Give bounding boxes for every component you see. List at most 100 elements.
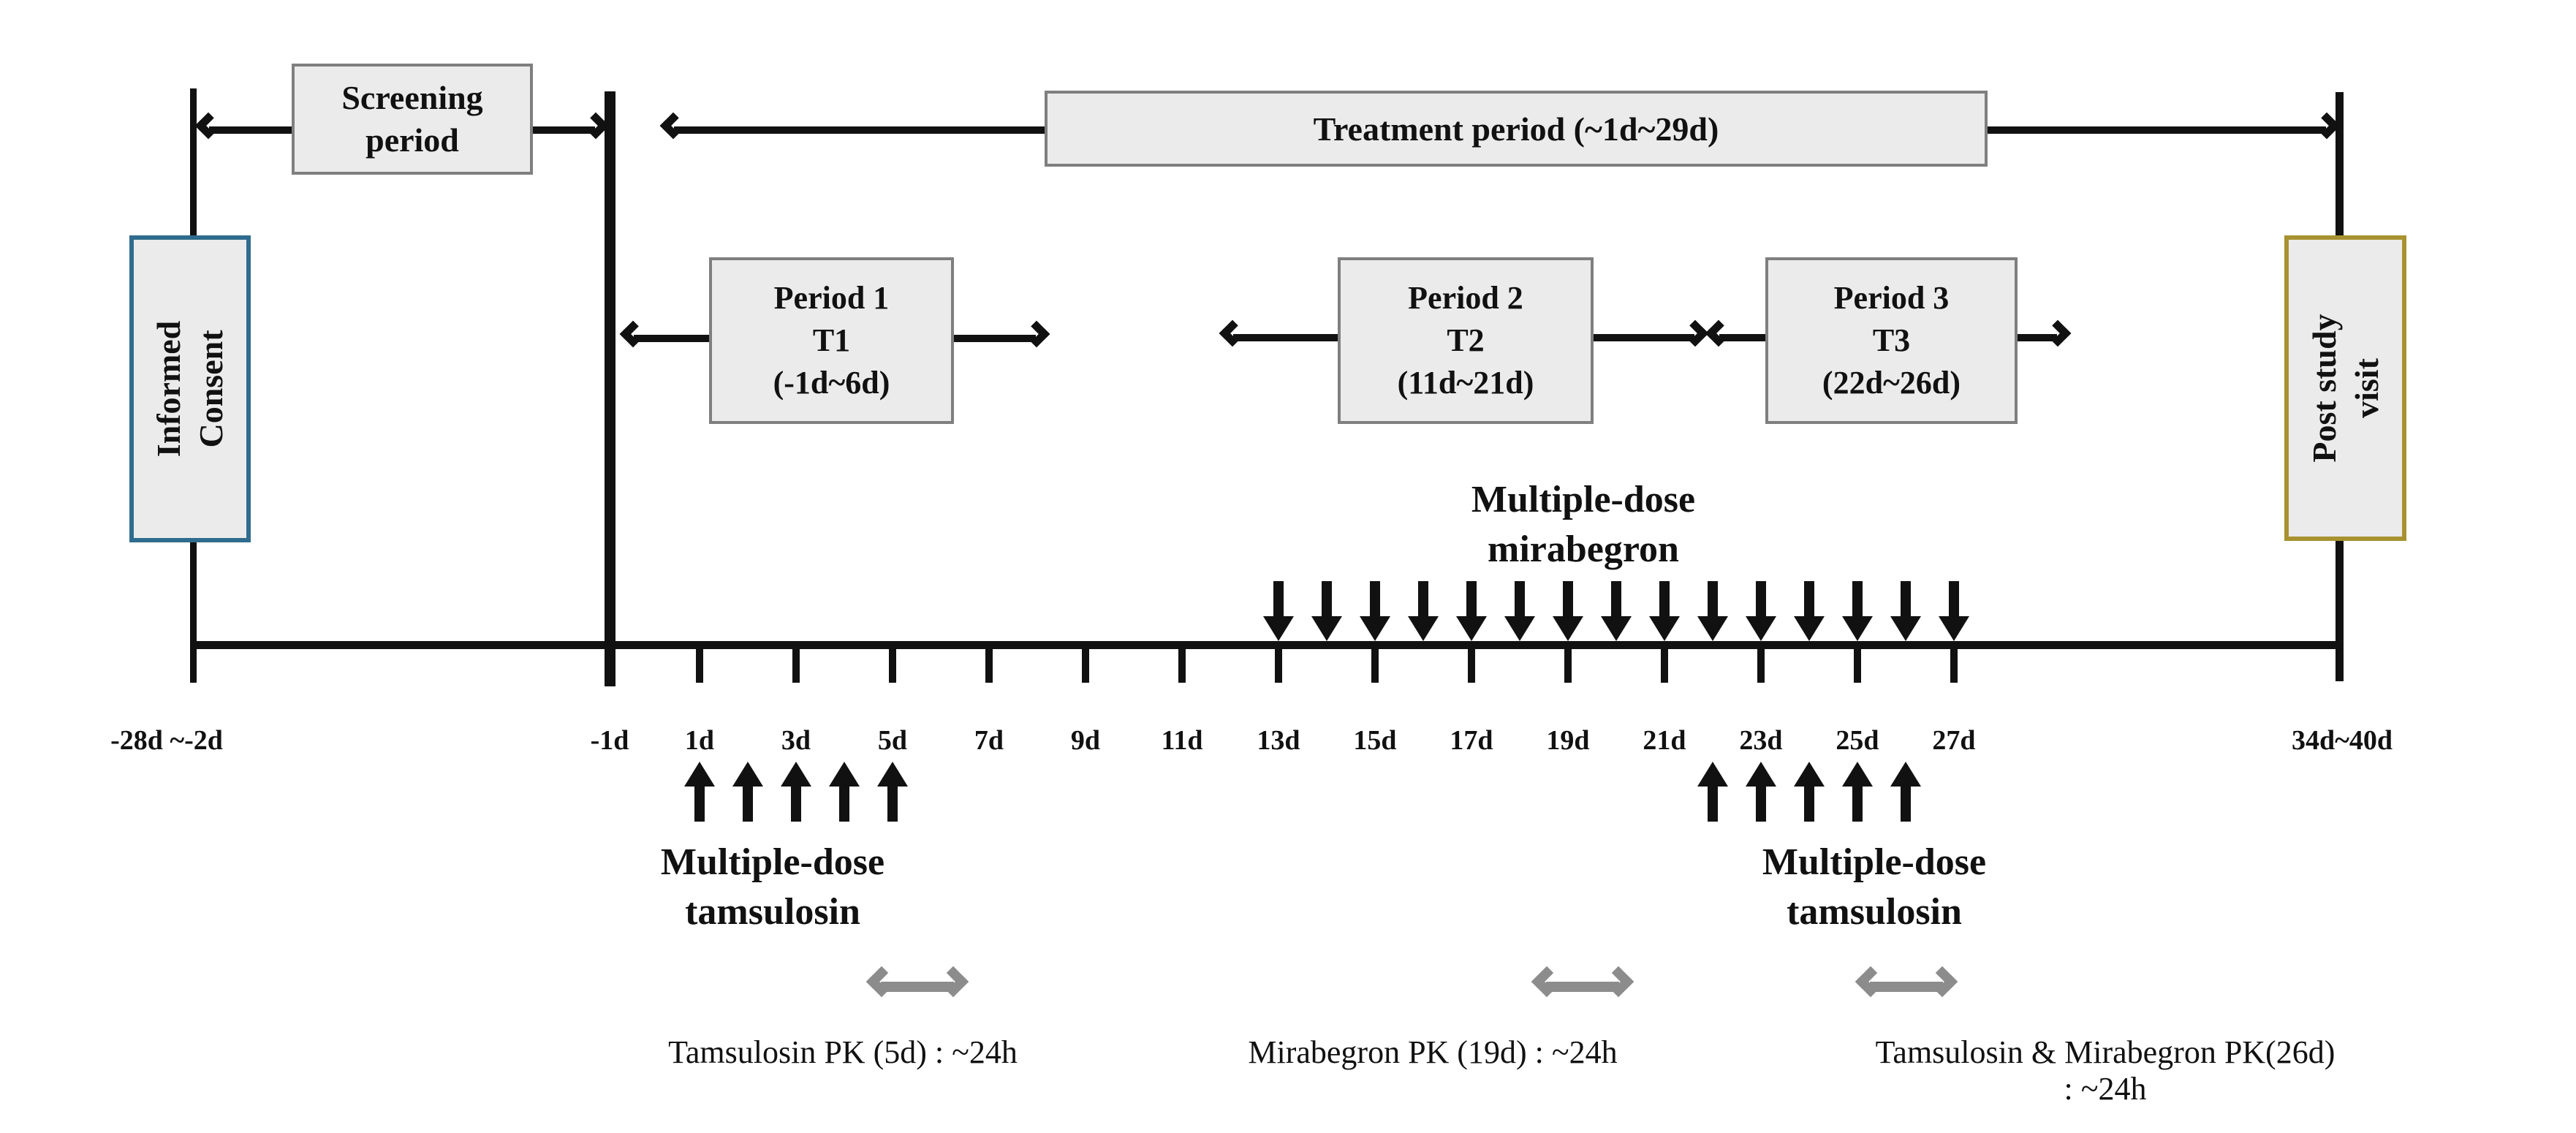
arrow-stem: [1273, 581, 1284, 619]
timeline-tick: [1564, 649, 1572, 683]
arrow-stem: [1659, 581, 1670, 619]
arrow-bar: [533, 126, 595, 134]
arrow-bar: [634, 335, 709, 342]
tamsulosin_period1-dose-arrow-icon: [684, 762, 715, 822]
arrow-head: [1939, 616, 1969, 641]
mirabegron-dose-arrow-icon: [1408, 581, 1439, 641]
arrow-stem: [791, 784, 801, 822]
arrow-stem: [1852, 581, 1863, 619]
arrow-head: [684, 762, 715, 787]
tamsulosin-pk-annotation: Tamsulosin PK (5d) : ~24h: [668, 1034, 1018, 1070]
arrow-head: [1794, 616, 1825, 641]
arrow-bar: [2018, 334, 2057, 341]
arrow-bar: [1870, 982, 1943, 992]
timeline-tick: [792, 649, 800, 683]
arrow-bar: [1233, 334, 1338, 341]
timeline-tick-label: 9d: [1070, 725, 1101, 756]
period3-range: (22d~26d): [1822, 365, 1961, 401]
arrow-left-icon: [659, 112, 687, 140]
arrow-head: [1601, 616, 1632, 641]
arrow-left-icon: [1855, 966, 1887, 998]
timeline-tick-label: 11d: [1161, 725, 1203, 756]
arrow-stem: [1466, 581, 1477, 619]
arrow-head: [1890, 762, 1921, 787]
arrow-right-icon: [2044, 319, 2072, 347]
arrow-stem: [1901, 784, 1911, 822]
arrow-head: [1842, 762, 1873, 787]
arrow-head: [1311, 616, 1342, 641]
arrow-left-icon: [619, 320, 647, 348]
tamsulosin_period1-dose-arrow-icon: [829, 762, 860, 822]
timeline-tick: [1275, 649, 1282, 683]
screening-period-box: Screening period: [292, 64, 533, 175]
mirabegron-dose-arrow-icon: [1890, 581, 1921, 641]
arrow-right-icon: [937, 966, 969, 998]
timeline-tick: [1178, 649, 1186, 683]
arrow-stem: [1708, 581, 1718, 619]
mirabegron-dose-arrow-icon: [1263, 581, 1294, 641]
arrow-stem: [1563, 581, 1573, 619]
arrow-head: [1842, 616, 1873, 641]
arrow-stem: [839, 784, 849, 822]
timeline-tick: [1468, 649, 1475, 683]
arrow-head: [1649, 616, 1680, 641]
tamsulosin_period1-dose-arrow-icon: [781, 762, 811, 822]
tamsulosin-period3-dosing-label: Multiple-dose tamsulosin: [1762, 841, 1987, 933]
timeline-tick-label: 21d: [1643, 725, 1686, 756]
arrow-head: [1456, 616, 1487, 641]
treatment-period-box: Treatment period (~1d~29d): [1045, 91, 1988, 167]
tamsulosin_period3-dose-arrow-icon: [1697, 762, 1728, 822]
arrow-stem: [1756, 784, 1766, 822]
timeline-tick-label: 7d: [974, 725, 1004, 756]
tamsulosin-pk-window-arrow: [865, 966, 969, 1008]
timeline-tick-label: 17d: [1450, 725, 1493, 756]
timeline-tick-label: 25d: [1836, 725, 1879, 756]
arrow-bar: [209, 126, 292, 134]
arrow-bar: [1988, 126, 2326, 134]
mirabegron-dose-arrow-icon: [1939, 581, 1969, 641]
arrow-stem: [1418, 581, 1428, 619]
tamsulosin_period1-dose-arrow-icon: [732, 762, 763, 822]
tamsulosin_period3-dose-arrow-icon: [1794, 762, 1825, 822]
period2-title: Period 2: [1408, 280, 1523, 316]
timeline-tick-label: 27d: [1932, 725, 1976, 756]
timeline-tick-label: 19d: [1546, 725, 1590, 756]
period1-box: Period 1 T1 (-1d~6d): [709, 257, 954, 424]
arrow-head: [1746, 762, 1776, 787]
timeline-tick: [696, 649, 703, 683]
period3-box: Period 3 T3 (22d~26d): [1765, 257, 2018, 424]
arrow-stem: [1611, 581, 1621, 619]
arrow-stem: [1901, 581, 1911, 619]
informed-consent-box: Informed Consent: [129, 235, 251, 542]
arrow-left-icon: [1219, 319, 1246, 347]
mirabegron-dose-arrow-icon: [1842, 581, 1873, 641]
arrow-bar: [1594, 334, 1694, 341]
arrow-bar: [954, 335, 1036, 342]
period2-treatment: T2: [1447, 322, 1485, 358]
arrow-right-icon: [1926, 966, 1958, 998]
combined-pk-window-arrow: [1855, 966, 1958, 1008]
arrow-stem: [887, 784, 898, 822]
arrow-stem: [1708, 784, 1718, 822]
arrow-head: [732, 762, 763, 787]
arrow-stem: [743, 784, 753, 822]
arrow-stem: [1804, 581, 1814, 619]
timeline-tick: [1661, 649, 1668, 683]
arrow-head: [1263, 616, 1294, 641]
arrow-left-icon: [194, 112, 222, 140]
informed-consent-label: Informed Consent: [150, 320, 230, 458]
period1-range: (-1d~6d): [773, 365, 890, 401]
arrow-head: [1360, 616, 1390, 641]
arrow-head: [1890, 616, 1921, 641]
arrow-stem: [1852, 784, 1863, 822]
post-study-visit-label: Post study visit: [2305, 314, 2385, 463]
timeline-minus1d-label: -1d: [590, 725, 629, 756]
arrow-left-icon: [865, 966, 898, 998]
arrow-bar: [1546, 982, 1619, 992]
arrow-left-icon: [1705, 319, 1732, 347]
timeline-tick: [1950, 649, 1958, 683]
period3-treatment: T3: [1872, 322, 1911, 358]
arrow-head: [1504, 616, 1535, 641]
mirabegron-dose-arrow-icon: [1601, 581, 1632, 641]
